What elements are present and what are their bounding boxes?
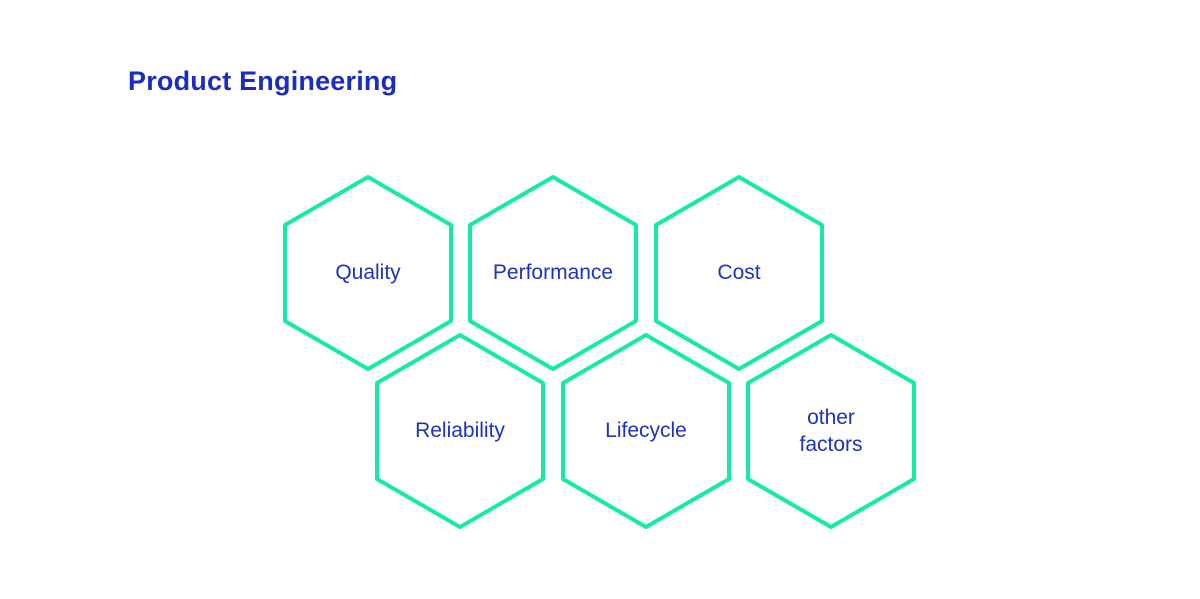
- hexagon-performance: Performance: [467, 174, 639, 372]
- hexagon-cost: Cost: [653, 174, 825, 372]
- hexagon-outline: [375, 333, 545, 529]
- hexagon-other-factors: other factors: [745, 332, 917, 530]
- hexagon-outline: [283, 175, 453, 371]
- hexagon-other-factors-label: other factors: [799, 405, 863, 456]
- hexagon-performance-label: Performance: [492, 261, 614, 285]
- hexagon-outline: [561, 333, 731, 529]
- hexagon-lifecycle-label: Lifecycle: [605, 419, 687, 443]
- hexagon-outline: [746, 333, 916, 529]
- hexagon-quality-label: Quality: [335, 261, 401, 285]
- hexagon-outline: [468, 175, 638, 371]
- hexagon-cost-label: Cost: [717, 261, 761, 285]
- hexagon-lifecycle: Lifecycle: [560, 332, 732, 530]
- page-title: Product Engineering: [128, 66, 398, 96]
- hexagon-reliability-label: Reliability: [415, 419, 505, 443]
- hexagon-reliability: Reliability: [374, 332, 546, 530]
- hexagon-quality: Quality: [282, 174, 454, 372]
- hexagon-outline: [654, 175, 824, 371]
